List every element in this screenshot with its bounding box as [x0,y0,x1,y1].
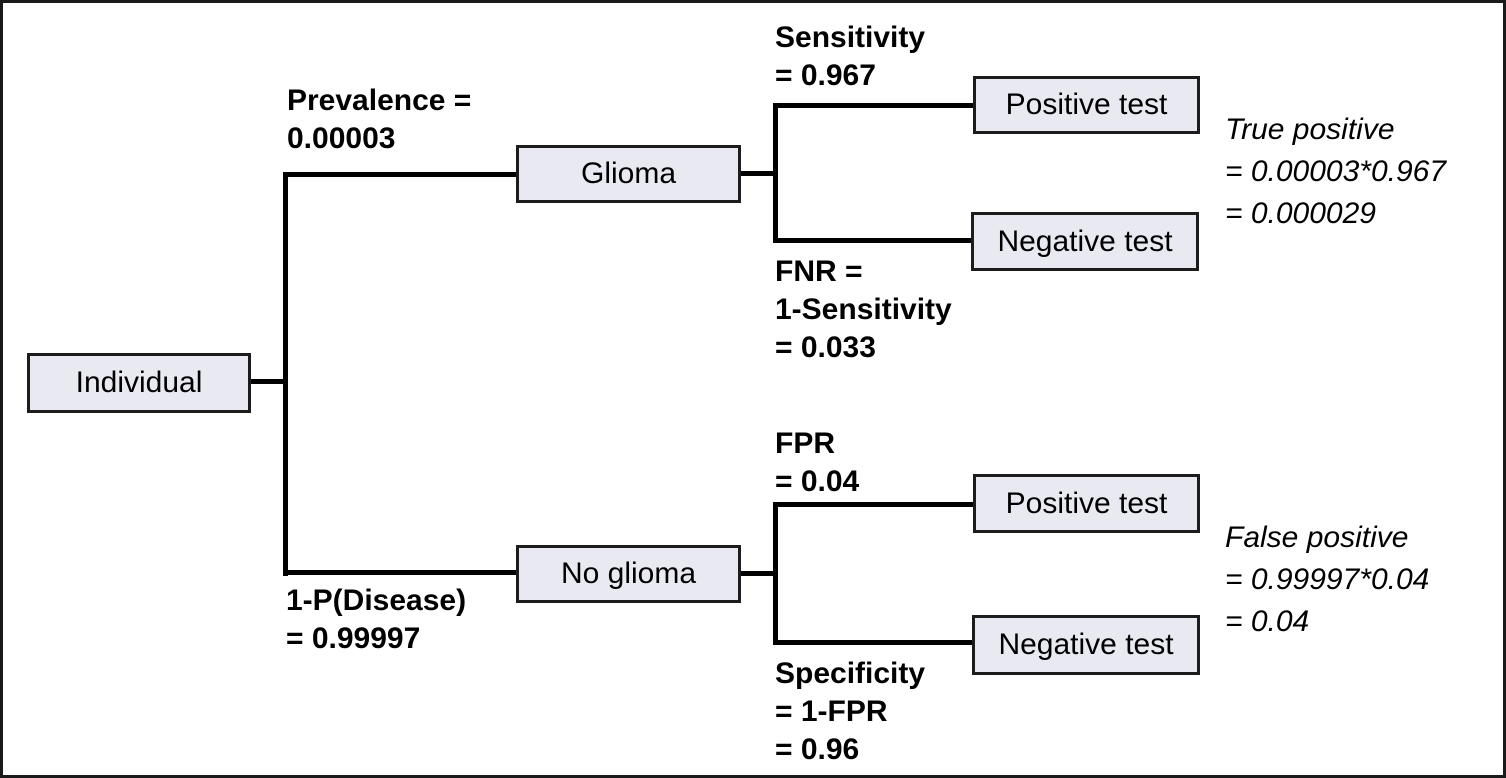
connector-glioma-branch [283,172,516,177]
connector-positive-test-glioma-branch [773,103,973,108]
fnr-label: FNR = 1-Sensitivity = 0.033 [775,255,952,364]
node-negative-test-glioma: Negative test [971,212,1199,271]
node-negative-test-no-glioma-label: Negative test [998,628,1174,661]
connector-negative-test-glioma-branch [773,238,971,243]
prevalence-label: Prevalence = 0.00003 [287,84,472,155]
connector-no-glioma-branch [283,570,516,575]
node-negative-test-no-glioma: Negative test [972,615,1200,675]
fpr-label: FPR = 0.04 [775,427,860,498]
node-glioma-label: Glioma [580,157,677,190]
specificity-label: Specificity = 1-FPR = 0.96 [775,657,926,766]
connector-no-glioma-trunk [773,502,778,644]
connector-no-glioma-stub [741,571,777,576]
node-no-glioma: No glioma [516,545,741,603]
node-negative-test-glioma-label: Negative test [997,224,1173,258]
node-no-glioma-label: No glioma [560,557,697,590]
node-positive-test-glioma: Positive test [973,76,1200,134]
connector-glioma-stub [741,171,777,176]
connector-positive-test-no-glioma-branch [773,502,973,507]
node-positive-test-no-glioma-label: Positive test [1005,486,1168,520]
complement-prevalence-label: 1-P(Disease) = 0.99997 [286,584,467,655]
connector-glioma-trunk [773,103,778,243]
connector-individual-stub [251,379,287,384]
node-positive-test-no-glioma: Positive test [973,474,1200,533]
node-individual: Individual [27,353,251,413]
sensitivity-label: Sensitivity = 0.967 [775,21,926,92]
connector-root-trunk [283,172,288,576]
node-positive-test-glioma-label: Positive test [1005,88,1168,121]
node-individual-label: Individual [75,366,203,399]
node-glioma: Glioma [516,145,741,203]
true-positive-annotation: True positive = 0.00003*0.967 = 0.000029 [1225,113,1447,230]
connector-negative-test-no-glioma-branch [773,640,972,645]
false-positive-annotation: False positive = 0.99997*0.04 = 0.04 [1225,521,1430,638]
